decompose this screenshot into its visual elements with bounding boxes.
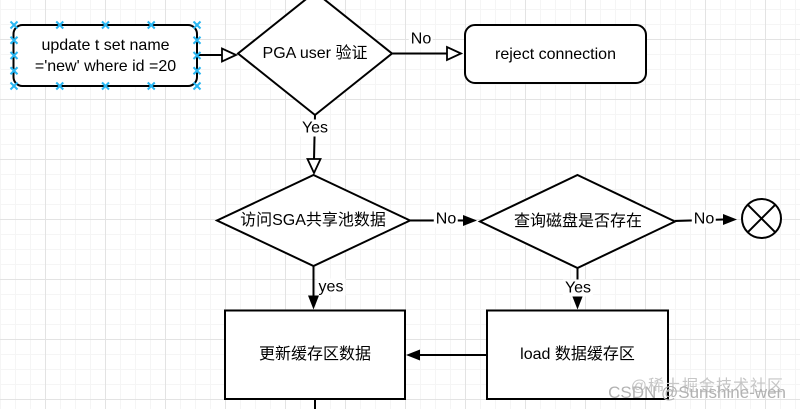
sql-statement-label[interactable]: update t set name ='new' where id =20 [34,36,177,75]
edge-sga-to-update[interactable] [308,266,319,310]
edge-load-to-update[interactable] [406,349,487,361]
reject-connection-label[interactable]: reject connection [495,45,616,63]
pga-decision-label[interactable]: PGA user 验证 [262,45,368,62]
edge-label-sga-yes[interactable]: yes [316,278,346,296]
arrowhead-hollow-icon [446,45,464,62]
arrowhead-filled-icon [308,295,319,310]
arrowhead-filled-icon [572,295,583,310]
terminator-circle-x-node[interactable] [741,198,782,239]
update-buffer-label[interactable]: 更新缓存区数据 [258,346,371,363]
disk-decision-label[interactable]: 查询磁盘是否存在 [513,213,642,230]
edge-label-sga-no[interactable]: No [433,210,459,228]
edge-sql-to-pga[interactable] [197,47,239,63]
edge-label-pga-no[interactable]: No [408,30,434,48]
edge-label-disk-yes[interactable]: Yes [562,279,594,297]
arrowhead-filled-icon [723,214,737,225]
arrowhead-hollow-icon [221,47,239,63]
load-buffer-label[interactable]: load 数据缓存区 [520,346,635,363]
arrowhead-hollow-icon [306,158,322,176]
update-buffer-node[interactable] [224,309,406,400]
arrowhead-filled-icon [406,349,420,361]
arrowhead-filled-icon [463,215,477,226]
load-buffer-node[interactable] [486,309,669,400]
sga-decision-label[interactable]: 访问SGA共享池数据 [240,212,386,229]
reject-connection-node[interactable] [464,24,647,84]
selection-connection-points [9,20,202,91]
circle-x-icon [746,203,777,234]
edge-label-pga-yes[interactable]: Yes [299,119,331,137]
edge-pga-to-reject[interactable] [392,45,464,62]
edge-label-disk-no[interactable]: No [691,210,717,228]
